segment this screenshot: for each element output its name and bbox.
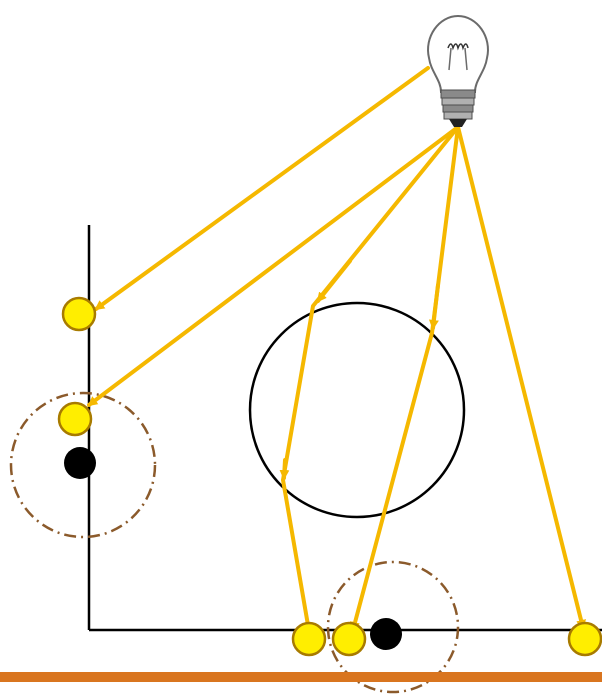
floor-bar <box>0 672 602 698</box>
ray-entry-arrow-right <box>428 283 440 330</box>
sample-point-floor-right <box>567 621 602 657</box>
light-rays <box>87 66 586 633</box>
ray-through-sphere-right <box>350 125 460 632</box>
sample-point-floor-middle <box>331 621 367 657</box>
sphere-circle <box>248 301 466 519</box>
light-bulb-icon <box>427 14 489 127</box>
sample-region-circle-wall <box>9 391 157 539</box>
sample-point-wall-upper <box>61 296 97 332</box>
ray-through-sphere-left <box>281 125 460 633</box>
sample-point-wall-lower <box>57 401 93 437</box>
ray-entry-arrow-left <box>316 259 352 303</box>
ray-to-wall-upper <box>94 66 430 311</box>
occluded-point-wall <box>64 447 96 479</box>
occluded-point-floor <box>370 618 402 650</box>
sample-region-circle-floor <box>326 560 460 694</box>
ray-exit-arrow-left <box>279 458 290 480</box>
sample-point-floor-left <box>291 621 327 657</box>
ray-to-floor-right <box>456 125 586 630</box>
ray-to-wall-lower <box>87 125 460 407</box>
